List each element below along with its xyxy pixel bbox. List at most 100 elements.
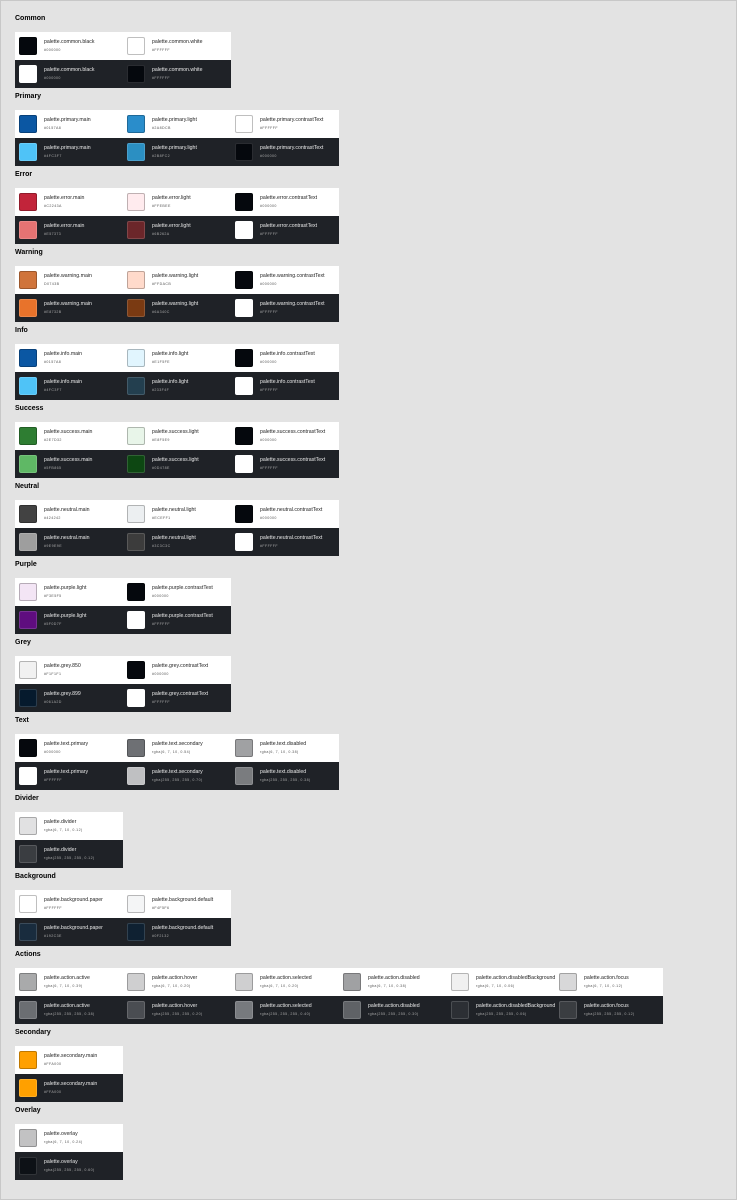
- swatch-value: rgba(255, 255, 255, 0.30): [368, 1012, 419, 1016]
- swatch-name: palette.info.light: [152, 379, 189, 385]
- swatch-name: palette.background.paper: [44, 925, 103, 931]
- swatch-meta: palette.error.light#FFEBEE: [152, 195, 191, 209]
- swatch-item-palette-warning-light: palette.warning.light#FFDACB: [123, 266, 231, 294]
- swatch-name: palette.action.active: [44, 1003, 90, 1009]
- swatch-value: #5FB865: [44, 466, 62, 470]
- color-swatch: [127, 299, 145, 317]
- swatch-value: rgba(6, 7, 10, 0.20): [152, 984, 191, 988]
- section-title: Info: [15, 327, 28, 334]
- swatch-meta: palette.text.primary#FFFFFF: [44, 769, 88, 783]
- color-swatch: [235, 973, 253, 991]
- swatch-item-palette-primary-main: palette.primary.main#0157A8: [15, 110, 123, 138]
- swatch-meta: palette.success.contrastText#000000: [260, 429, 325, 443]
- swatch-item-palette-primary-main: palette.primary.main#4FC3F7: [15, 138, 123, 166]
- swatch-name: palette.divider: [44, 847, 77, 853]
- swatch-value: #FFFFFF: [260, 310, 278, 314]
- swatch-value: rgba(255, 255, 255, 0.60): [44, 1168, 95, 1172]
- swatch-name: palette.action.disabled: [368, 1003, 420, 1009]
- swatch-name: palette.secondary.main: [44, 1081, 98, 1087]
- swatch-value: #000000: [260, 438, 277, 442]
- swatch-name: palette.warning.contrastText: [260, 273, 325, 279]
- swatch-name: palette.info.contrastText: [260, 351, 315, 357]
- color-swatch: [127, 923, 145, 941]
- color-swatch: [451, 1001, 469, 1019]
- swatch-name: palette.error.contrastText: [260, 195, 318, 201]
- dark-mode-row: palette.overlay rgba(255, 255, 255, 0.60): [15, 1152, 123, 1180]
- swatch-value: #FFFFFF: [152, 48, 170, 52]
- swatch-meta: palette.background.paper#FFFFFF: [44, 897, 103, 911]
- swatch-name: palette.primary.light: [152, 145, 197, 151]
- color-swatch: [235, 221, 253, 239]
- swatch-value: #FFA000: [44, 1090, 62, 1094]
- swatch-meta: palette.warning.main#E8732B: [44, 301, 92, 315]
- swatch-name: palette.background.default: [152, 925, 214, 931]
- swatch-name: palette.text.secondary: [152, 769, 203, 775]
- swatch-meta: palette.purple.contrastText#FFFFFF: [152, 613, 213, 627]
- color-swatch: [343, 1001, 361, 1019]
- swatch-item-palette-purple-light: palette.purple.light#5F0D7F: [15, 606, 123, 634]
- swatch-meta: palette.secondary.main #FFA000: [44, 1081, 97, 1095]
- swatch-value: #FFFFFF: [260, 466, 278, 470]
- color-swatch: [127, 349, 145, 367]
- swatch-name: palette.primary.contrastText: [260, 145, 324, 151]
- section-title: Common: [15, 15, 46, 22]
- swatch-value: #E8F5E9: [152, 438, 170, 442]
- swatch-value: #F1F1F1: [44, 672, 62, 676]
- section-title: Neutral: [15, 483, 40, 490]
- swatch-name: palette.action.focus: [584, 1003, 629, 1009]
- swatch-item-palette-background-paper: palette.background.paper#192C3E: [15, 918, 123, 946]
- swatch-meta: palette.neutral.main#9E9E9E: [44, 535, 90, 549]
- color-swatch: [19, 533, 37, 551]
- color-swatch: [19, 583, 37, 601]
- swatch-meta: palette.primary.contrastText#FFFFFF: [260, 117, 323, 131]
- swatch-name: palette.purple.light: [44, 585, 87, 591]
- swatch-meta: palette.error.contrastText#000000: [260, 195, 317, 209]
- swatch-value: #9E9E9E: [44, 544, 62, 548]
- color-swatch: [235, 271, 253, 289]
- light-mode-row: palette.secondary.main#FFA000: [15, 1046, 123, 1074]
- swatch-value: rgba(6, 7, 10, 0.20): [260, 984, 299, 988]
- color-swatch: [235, 1001, 253, 1019]
- swatch-value: #2A8DCB: [152, 126, 171, 130]
- color-swatch: [235, 767, 253, 785]
- color-swatch: [235, 455, 253, 473]
- swatch-name: palette.success.main: [44, 429, 93, 435]
- section-title: Purple: [15, 561, 37, 568]
- swatch-meta: palette.primary.main#4FC3F7: [44, 145, 91, 159]
- swatch-value: #6A340C: [152, 310, 170, 314]
- swatch-name: palette.overlay: [44, 1131, 78, 1137]
- color-swatch: [19, 1079, 37, 1097]
- color-swatch: [19, 221, 37, 239]
- swatch-meta: palette.common.black#000000: [44, 67, 94, 81]
- swatch-value: rgba(6, 7, 10, 0.38): [368, 984, 407, 988]
- swatch-name: palette.overlay: [44, 1159, 78, 1165]
- swatch-rows: palette.background.paper#FFFFFF palette.b…: [15, 890, 231, 946]
- color-swatch: [235, 115, 253, 133]
- swatch-item-palette-common-black: palette.common.black#000000: [15, 60, 123, 88]
- swatch-value: #FFEBEE: [152, 204, 171, 208]
- swatch-name: palette.warning.main: [44, 273, 92, 279]
- swatch-name: palette.warning.light: [152, 273, 199, 279]
